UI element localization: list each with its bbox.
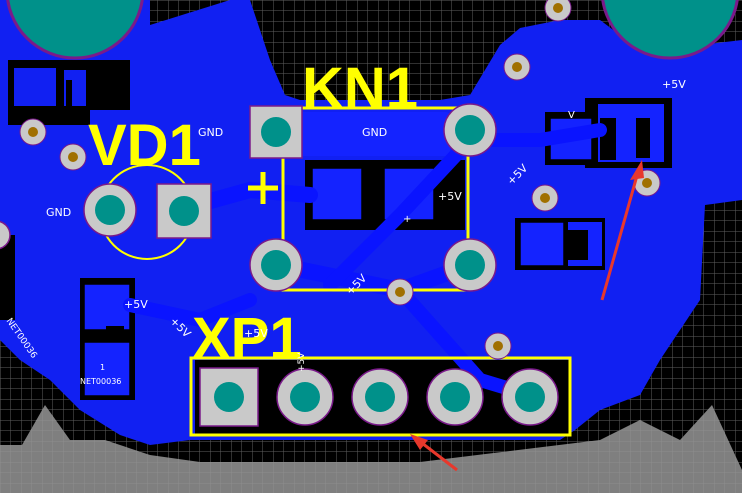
net-label: GND (362, 126, 387, 139)
mounting-hole-right[interactable] (601, 0, 739, 60)
via (531, 184, 559, 212)
net-label: GND (198, 126, 223, 139)
net-label: +5V (662, 78, 686, 91)
refdes-kn1: KN1 (302, 56, 418, 121)
kn1-outline (281, 106, 470, 292)
net-label: 1 (100, 363, 105, 372)
pad-xp1-1[interactable] (199, 367, 259, 427)
pad-kn1-1[interactable] (249, 105, 303, 159)
pad-vd1-cathode[interactable] (83, 183, 137, 237)
refdes-xp1: XP1 (192, 306, 302, 371)
net-label: +5V (244, 327, 268, 340)
vias[interactable] (19, 0, 661, 360)
refdes-vd1: VD1 (88, 113, 201, 178)
pad-kn1-2[interactable] (443, 103, 497, 157)
via (484, 332, 512, 360)
board-edge-grid (0, 405, 742, 493)
pad-xp1-2[interactable] (276, 368, 334, 426)
pad-kn1-3[interactable] (249, 238, 303, 292)
partial-pad-left[interactable] (0, 220, 11, 250)
net-label: V (568, 110, 575, 121)
via (503, 53, 531, 81)
net-label: +5V (438, 190, 462, 203)
pad-xp1-5[interactable] (501, 368, 559, 426)
net-label: +5V (124, 298, 148, 311)
net-label: GND (46, 206, 71, 219)
mounting-hole-left[interactable] (6, 0, 144, 60)
annotation-arrow-bottom (410, 434, 458, 472)
via (59, 143, 87, 171)
annotation-arrow-top-right (600, 160, 644, 301)
pad-xp1-4[interactable] (426, 368, 484, 426)
pad-kn1-4[interactable] (443, 238, 497, 292)
pad-xp1-3[interactable] (351, 368, 409, 426)
xp1-outline (189, 356, 572, 437)
via (19, 118, 47, 146)
via (544, 0, 572, 22)
via (386, 278, 414, 306)
net-label: +5V (297, 352, 307, 372)
net-label: + (403, 214, 411, 225)
pad-vd1-anode[interactable] (156, 183, 212, 239)
net-label: NET00036 (80, 377, 121, 386)
